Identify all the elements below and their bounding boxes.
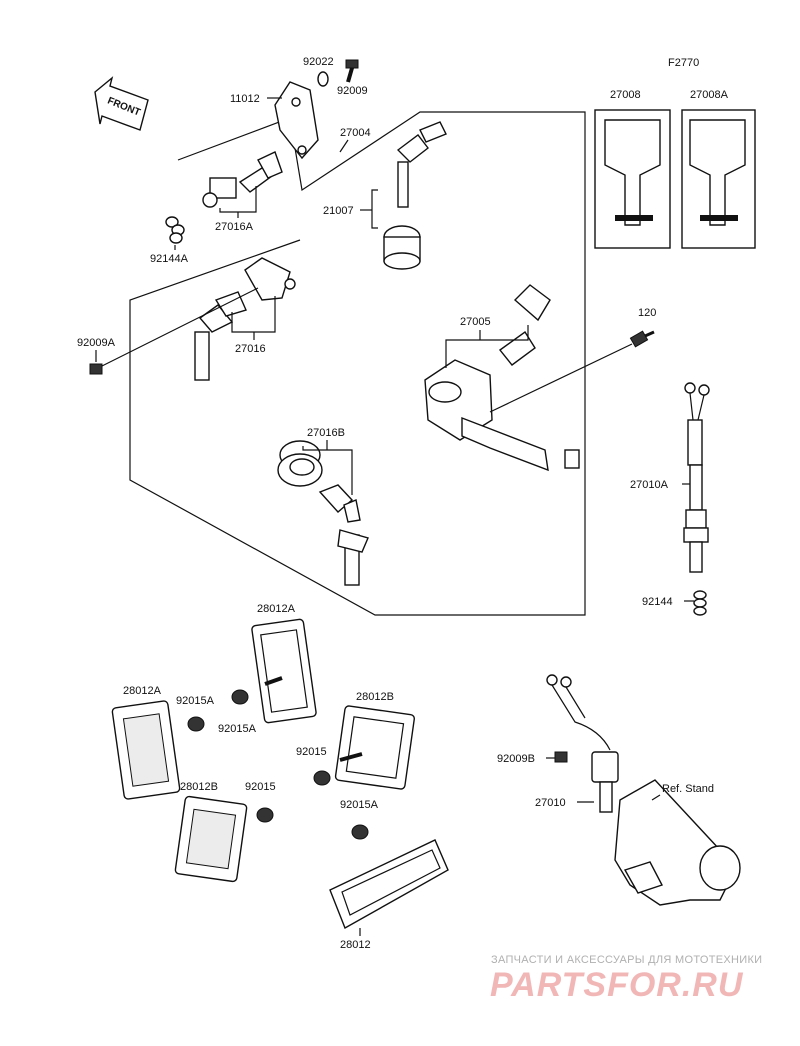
reflector-28012B-bottom xyxy=(174,795,248,883)
lock-27016B xyxy=(277,440,369,586)
label-ref-stand: Ref. Stand xyxy=(662,783,714,795)
assembly-outline xyxy=(129,111,586,616)
reflector-28012B-right xyxy=(334,705,415,790)
lock-27016A xyxy=(202,151,283,208)
key-card-27008A xyxy=(681,109,756,249)
reflector-28012 xyxy=(329,839,449,930)
nut-92015-2 xyxy=(256,807,274,823)
label-92144: 92144 xyxy=(642,596,673,608)
nut-92015A-3 xyxy=(351,824,369,840)
ignition-switch-27005 xyxy=(424,284,580,472)
screw-92009A xyxy=(89,363,103,375)
washer-92022 xyxy=(317,71,329,87)
label-28012A-top: 28012A xyxy=(257,603,296,615)
nut-92015-1 xyxy=(313,770,331,786)
nut-92015A-1 xyxy=(187,716,205,732)
label-92022: 92022 xyxy=(303,56,334,68)
label-27016B: 27016B xyxy=(307,427,345,439)
spring-92144A xyxy=(165,216,185,244)
reflector-28012A-left xyxy=(111,700,181,800)
label-28012B-right: 28012B xyxy=(356,691,394,703)
key-card-27008 xyxy=(594,109,671,249)
label-92009A: 92009A xyxy=(77,337,116,349)
label-27008: 27008 xyxy=(610,89,641,101)
stand-reference xyxy=(614,779,741,906)
watermark-logo: PARTSFOR.RU xyxy=(490,966,744,1004)
figure-code: F2770 xyxy=(668,57,699,69)
reflector-28012A-top xyxy=(251,618,317,724)
bracket-cover-11012 xyxy=(274,81,319,160)
label-28012: 28012 xyxy=(340,939,371,951)
label-27016A: 27016A xyxy=(215,221,254,233)
watermark-caption: ЗАПЧАСТИ И АКСЕССУАРЫ ДЛЯ МОТОТЕХНИКИ xyxy=(491,954,762,966)
lock-27016 xyxy=(194,257,296,381)
label-92015A-2: 92015A xyxy=(218,723,257,735)
label-27016: 27016 xyxy=(235,343,266,355)
label-28012A-left: 28012A xyxy=(123,685,162,697)
label-92144A: 92144A xyxy=(150,253,189,265)
screw-120 xyxy=(629,330,655,348)
screw-92009 xyxy=(345,59,359,83)
label-28012B-bottom: 28012B xyxy=(180,781,218,793)
label-120: 120 xyxy=(638,307,656,319)
label-21007: 21007 xyxy=(323,205,354,217)
label-92015-2: 92015 xyxy=(245,781,276,793)
label-11012: 11012 xyxy=(230,93,260,105)
nut-92015A-2 xyxy=(231,689,249,705)
label-92015A-3: 92015A xyxy=(340,799,379,811)
switch-27010 xyxy=(546,674,619,813)
screw-92009B xyxy=(554,751,568,763)
label-27008A: 27008A xyxy=(690,89,729,101)
label-92015-1: 92015 xyxy=(296,746,327,758)
label-27010A: 27010A xyxy=(630,479,669,491)
front-arrow: FRONT xyxy=(94,76,149,131)
switch-27010A xyxy=(683,382,710,573)
label-92009: 92009 xyxy=(337,85,368,97)
label-92015A-1: 92015A xyxy=(176,695,215,707)
label-27010: 27010 xyxy=(535,797,566,809)
spring-92144 xyxy=(693,590,707,616)
seat-lock-keys-21007 xyxy=(383,121,447,270)
label-92009B: 92009B xyxy=(497,753,535,765)
label-27004: 27004 xyxy=(340,127,371,139)
label-27005: 27005 xyxy=(460,316,491,328)
